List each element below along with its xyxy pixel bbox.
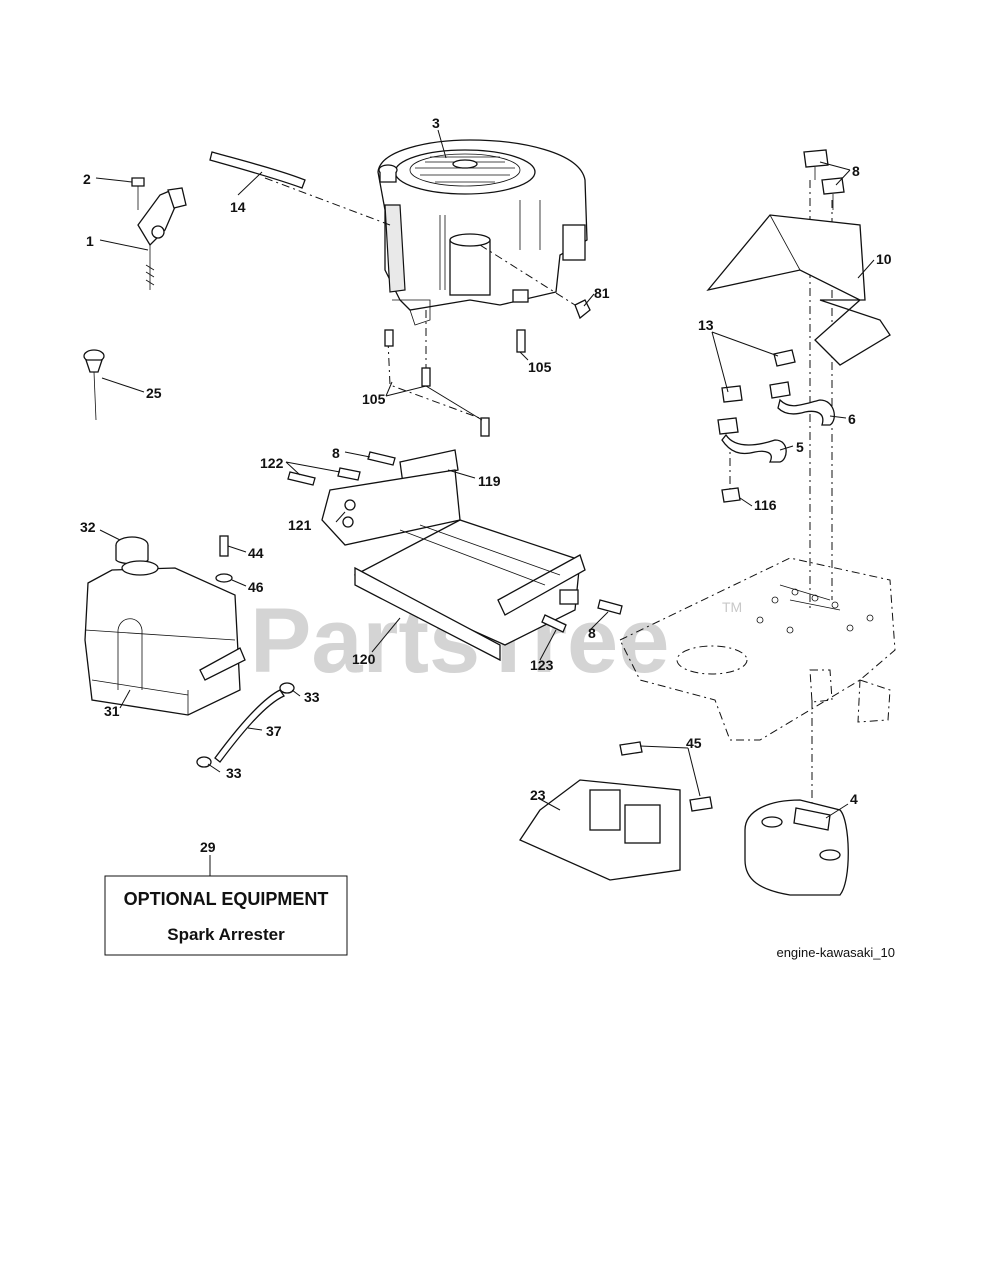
fuel-line-illustration: [196, 682, 295, 768]
callout-25: 25: [146, 385, 162, 401]
callout-123: 123: [530, 657, 554, 673]
dipstick-illustration: [83, 349, 105, 421]
fuel-tank-illustration: [84, 536, 246, 716]
hose-illustration: [209, 151, 306, 189]
callout-6: 6: [848, 411, 856, 427]
callout-119: 119: [478, 473, 501, 489]
callout-13: 13: [698, 317, 714, 333]
callout-14: 14: [230, 199, 246, 215]
callout-5: 5: [796, 439, 804, 455]
callout-81: 81: [594, 285, 610, 301]
callout-46: 46: [248, 579, 264, 595]
watermark-trademark: TM: [722, 599, 742, 615]
callout-120: 120: [352, 651, 376, 667]
optional-equipment-title: OPTIONAL EQUIPMENT: [124, 889, 329, 909]
callout-3: 3: [432, 115, 440, 131]
callout-4: 4: [850, 791, 858, 807]
callout-44: 44: [248, 545, 264, 561]
callout-23: 23: [530, 787, 546, 803]
muffler-illustration: [744, 799, 849, 896]
throttle-control-illustration: [131, 177, 187, 290]
callout-32: 32: [80, 519, 96, 535]
engine-bolts: [384, 299, 591, 437]
callout-121: 121: [288, 517, 312, 533]
callout-8-bracket-top: 8: [332, 445, 340, 461]
callout-33-top: 33: [304, 689, 320, 705]
callout-31: 31: [104, 703, 120, 719]
bracket-bolts-illustration: [287, 451, 623, 633]
heat-shield-illustration: [706, 149, 891, 366]
engine-mount-illustration: [321, 449, 586, 662]
callout-10: 10: [876, 251, 892, 267]
exhaust-pipes-illustration: [717, 349, 835, 503]
skid-plate-illustration: [519, 741, 713, 881]
callout-105-right: 105: [528, 359, 552, 375]
screw-illustration: [219, 535, 229, 557]
spark-arrester-label: Spark Arrester: [167, 925, 285, 944]
callout-8-bracket-right: 8: [588, 625, 596, 641]
optional-equipment-box: OPTIONAL EQUIPMENT Spark Arrester: [104, 875, 348, 956]
callout-8-knobs: 8: [852, 163, 860, 179]
engine-illustration: [377, 139, 588, 326]
diagram-reference-code: engine-kawasaki_10: [776, 945, 895, 960]
callout-116: 116: [754, 497, 777, 513]
callout-37: 37: [266, 723, 282, 739]
callout-33-bottom: 33: [226, 765, 242, 781]
washer-illustration: [215, 573, 233, 583]
callout-45: 45: [686, 735, 702, 751]
callout-29: 29: [200, 839, 216, 855]
callout-105-left: 105: [362, 391, 386, 407]
callout-2: 2: [83, 171, 91, 187]
callout-1: 1: [86, 233, 94, 249]
callout-122: 122: [260, 455, 284, 471]
frame-illustration: [619, 557, 896, 741]
